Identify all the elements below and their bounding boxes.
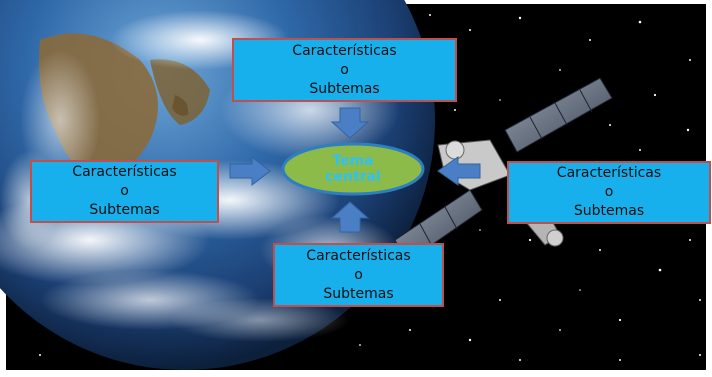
central-topic-line1: Tema xyxy=(332,153,374,169)
subtopic-right-line3: Subtemas xyxy=(573,203,645,219)
subtopic-left-line2: o xyxy=(120,183,129,199)
central-topic-label: Tema central xyxy=(283,146,423,192)
subtopic-bottom-line2: o xyxy=(354,266,363,283)
subtopic-box-right: Características o Subtemas xyxy=(507,161,711,224)
subtopic-bottom-line3: Subtemas xyxy=(323,285,394,302)
subtopic-left-line3: Subtemas xyxy=(89,202,160,218)
central-topic-line2: central xyxy=(325,169,381,185)
arrow-down-icon xyxy=(330,107,370,139)
subtopic-right-line1: Características xyxy=(556,165,662,181)
arrow-right-icon xyxy=(229,155,271,187)
subtopic-top-line1: Características xyxy=(292,42,397,59)
subtopic-box-left: Características o Subtemas xyxy=(30,160,219,223)
arrow-up-icon xyxy=(330,201,370,233)
subtopic-box-top: Características o Subtemas xyxy=(232,38,457,102)
central-topic-ellipse xyxy=(281,142,425,196)
subtopic-top-line3: Subtemas xyxy=(309,80,380,97)
subtopic-box-bottom: Características o Subtemas xyxy=(273,243,444,307)
subtopic-top-line2: o xyxy=(340,61,349,78)
connector-arrows xyxy=(229,107,481,233)
subtopic-right-line2: o xyxy=(604,184,614,200)
arrow-left-icon xyxy=(437,156,481,186)
subtopic-left-line1: Características xyxy=(72,164,177,180)
subtopic-bottom-line1: Características xyxy=(306,247,411,264)
